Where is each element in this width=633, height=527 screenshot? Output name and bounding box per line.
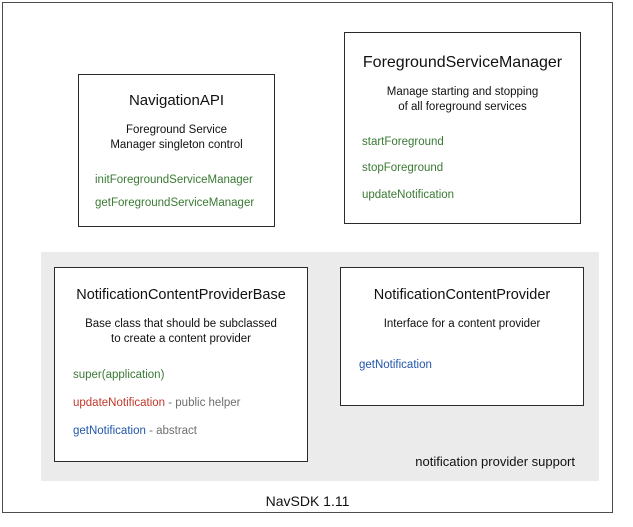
class-member[interactable]: updateNotification - public helper: [73, 397, 307, 411]
class-card-description: Manage starting and stopping of all fore…: [345, 85, 580, 116]
class-card-description-line: Manage starting and stopping: [386, 85, 539, 98]
class-card-description: Base class that should be subclassed to …: [55, 317, 307, 348]
class-member-name: super(application): [73, 368, 165, 381]
class-member-note: - public helper: [165, 396, 241, 409]
slide-caption: NavSDK 1.11: [265, 493, 350, 509]
class-member[interactable]: getNotification - abstract: [73, 425, 307, 439]
class-member[interactable]: getForegroundServiceManager: [95, 197, 274, 211]
class-member-name: startForeground: [362, 135, 444, 148]
class-card-description-line: Base class that should be subclassed: [85, 317, 277, 330]
class-member[interactable]: getNotification: [359, 359, 583, 373]
class-card-description: Interface for a content provider: [341, 317, 583, 333]
class-card-title: NavigationAPI: [128, 92, 225, 109]
class-card-foreground-service-manager[interactable]: ForegroundServiceManager Manage starting…: [344, 32, 581, 224]
class-card-description-line: Interface for a content provider: [383, 317, 541, 330]
class-card-description-line: to create a content provider: [111, 333, 251, 346]
class-member[interactable]: updateNotification: [362, 189, 580, 203]
class-member-name: getForegroundServiceManager: [95, 197, 255, 210]
class-card-description-line: of all foreground services: [398, 101, 527, 114]
class-member-name: updateNotification: [362, 189, 455, 202]
class-card-notification-content-provider-base[interactable]: NotificationContentProviderBase Base cla…: [54, 267, 308, 462]
class-member-list: startForeground stopForeground updateNot…: [345, 136, 580, 203]
class-member[interactable]: initForegroundServiceManager: [95, 174, 274, 188]
class-member-list: initForegroundServiceManager getForegrou…: [79, 174, 274, 212]
class-card-description-line: Manager singleton control: [110, 139, 243, 152]
class-card-description: Foreground Service Manager singleton con…: [79, 123, 274, 154]
class-member-name: getNotification: [359, 359, 432, 372]
class-member[interactable]: startForeground: [362, 136, 580, 150]
class-card-description-line: Foreground Service: [126, 123, 227, 136]
class-card-navigation-api[interactable]: NavigationAPI Foreground Service Manager…: [78, 74, 275, 227]
class-member-list: super(application) updateNotification - …: [55, 369, 307, 438]
class-member-name: getNotification: [73, 424, 146, 437]
class-card-title: NotificationContentProvider: [373, 287, 551, 303]
class-member-list: getNotification: [341, 359, 583, 373]
class-card-title: ForegroundServiceManager: [362, 54, 563, 71]
class-card-notification-content-provider[interactable]: NotificationContentProvider Interface fo…: [340, 267, 584, 406]
class-member-note: - abstract: [145, 424, 198, 437]
class-member[interactable]: super(application): [73, 369, 307, 383]
class-member[interactable]: stopForeground: [362, 162, 580, 176]
group-panel-caption: notification provider support: [415, 454, 575, 469]
class-card-title: NotificationContentProviderBase: [76, 287, 286, 303]
slide-outer-frame: NavigationAPI Foreground Service Manager…: [2, 2, 613, 513]
class-member-name: initForegroundServiceManager: [95, 173, 253, 186]
class-member-name: stopForeground: [362, 162, 444, 175]
class-member-name: updateNotification: [73, 396, 166, 409]
